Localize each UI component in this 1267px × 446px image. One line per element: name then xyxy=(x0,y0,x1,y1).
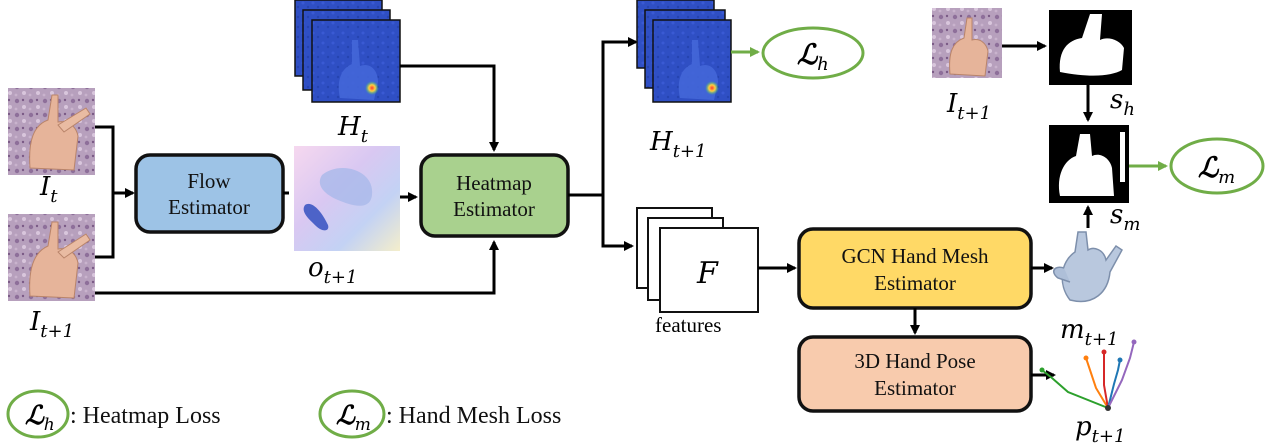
flow-output-label: ot+1 xyxy=(308,253,357,288)
arrow-it1-to-heatmap xyxy=(95,240,499,295)
features-symbol: F xyxy=(696,256,719,291)
input-image-right xyxy=(932,8,1002,78)
svg-text:ℒh: ℒh xyxy=(797,38,829,75)
heatmap-stack-t1 xyxy=(636,0,732,103)
features-label: features xyxy=(655,313,721,337)
arrow-heatmap-to-features xyxy=(601,195,634,251)
input-image-t1 xyxy=(8,214,95,301)
arrow-heatmap-split xyxy=(568,37,638,197)
sil-gt-label: sh xyxy=(1110,85,1135,120)
flow-estimator-box: Flow Estimator xyxy=(134,153,285,234)
optical-flow-image xyxy=(294,146,400,251)
legend-heatmap-text: : Heatmap Loss xyxy=(70,403,221,429)
heatmap-input-label: Ht xyxy=(337,112,369,147)
svg-text:ℒh: ℒh xyxy=(25,401,55,435)
input-image-t xyxy=(8,88,95,175)
input-label-right: It+1 xyxy=(946,89,991,124)
flow-estimator-line2: Estimator xyxy=(168,195,250,219)
arrow-ht-to-heatmap xyxy=(400,64,499,152)
svg-text:ℒm: ℒm xyxy=(336,401,371,435)
silhouette-comparison xyxy=(1049,125,1129,203)
loss-mesh: ℒm xyxy=(1169,137,1265,195)
feature-maps: F xyxy=(636,207,759,313)
gcn-mesh-estimator-box: GCN Hand Mesh Estimator xyxy=(797,227,1033,310)
input-label-t1: It+1 xyxy=(29,307,74,342)
mesh-output-label: mt+1 xyxy=(1060,315,1118,350)
pose-estimator-line2: Estimator xyxy=(874,376,956,400)
input-label-t: It xyxy=(39,172,58,207)
legend-heatmap-loss: ℒh : Heatmap Loss xyxy=(6,389,221,439)
svg-text:ℒm: ℒm xyxy=(1198,151,1235,188)
hand-pose-skeleton xyxy=(1039,339,1137,411)
gcn-estimator-line1: GCN Hand Mesh xyxy=(842,244,989,268)
arrow-it1-to-flow xyxy=(95,193,115,259)
heatmap-output-label: Ht+1 xyxy=(649,127,706,162)
heatmap-estimator-line2: Estimator xyxy=(453,197,535,221)
hand-mesh-render xyxy=(1053,231,1123,303)
pose-estimator-line1: 3D Hand Pose xyxy=(854,349,975,373)
heatmap-estimator-box: Heatmap Estimator xyxy=(419,153,570,238)
flow-estimator-line1: Flow xyxy=(187,169,231,193)
heatmap-estimator-line1: Heatmap xyxy=(456,171,532,195)
silhouette-ground-truth xyxy=(1049,10,1132,85)
sil-pred-label: sm xyxy=(1110,200,1140,235)
legend-mesh-text: : Hand Mesh Loss xyxy=(386,403,561,429)
pose-estimator-box: 3D Hand Pose Estimator xyxy=(797,335,1033,413)
legend-mesh-loss: ℒm : Hand Mesh Loss xyxy=(318,389,561,439)
gcn-estimator-line2: Estimator xyxy=(874,271,956,295)
heatmap-stack-t xyxy=(294,0,401,103)
pose-output-label: pt+1 xyxy=(1075,412,1125,446)
loss-heatmap: ℒh xyxy=(761,26,865,80)
arrow-it-to-flow xyxy=(95,125,115,193)
